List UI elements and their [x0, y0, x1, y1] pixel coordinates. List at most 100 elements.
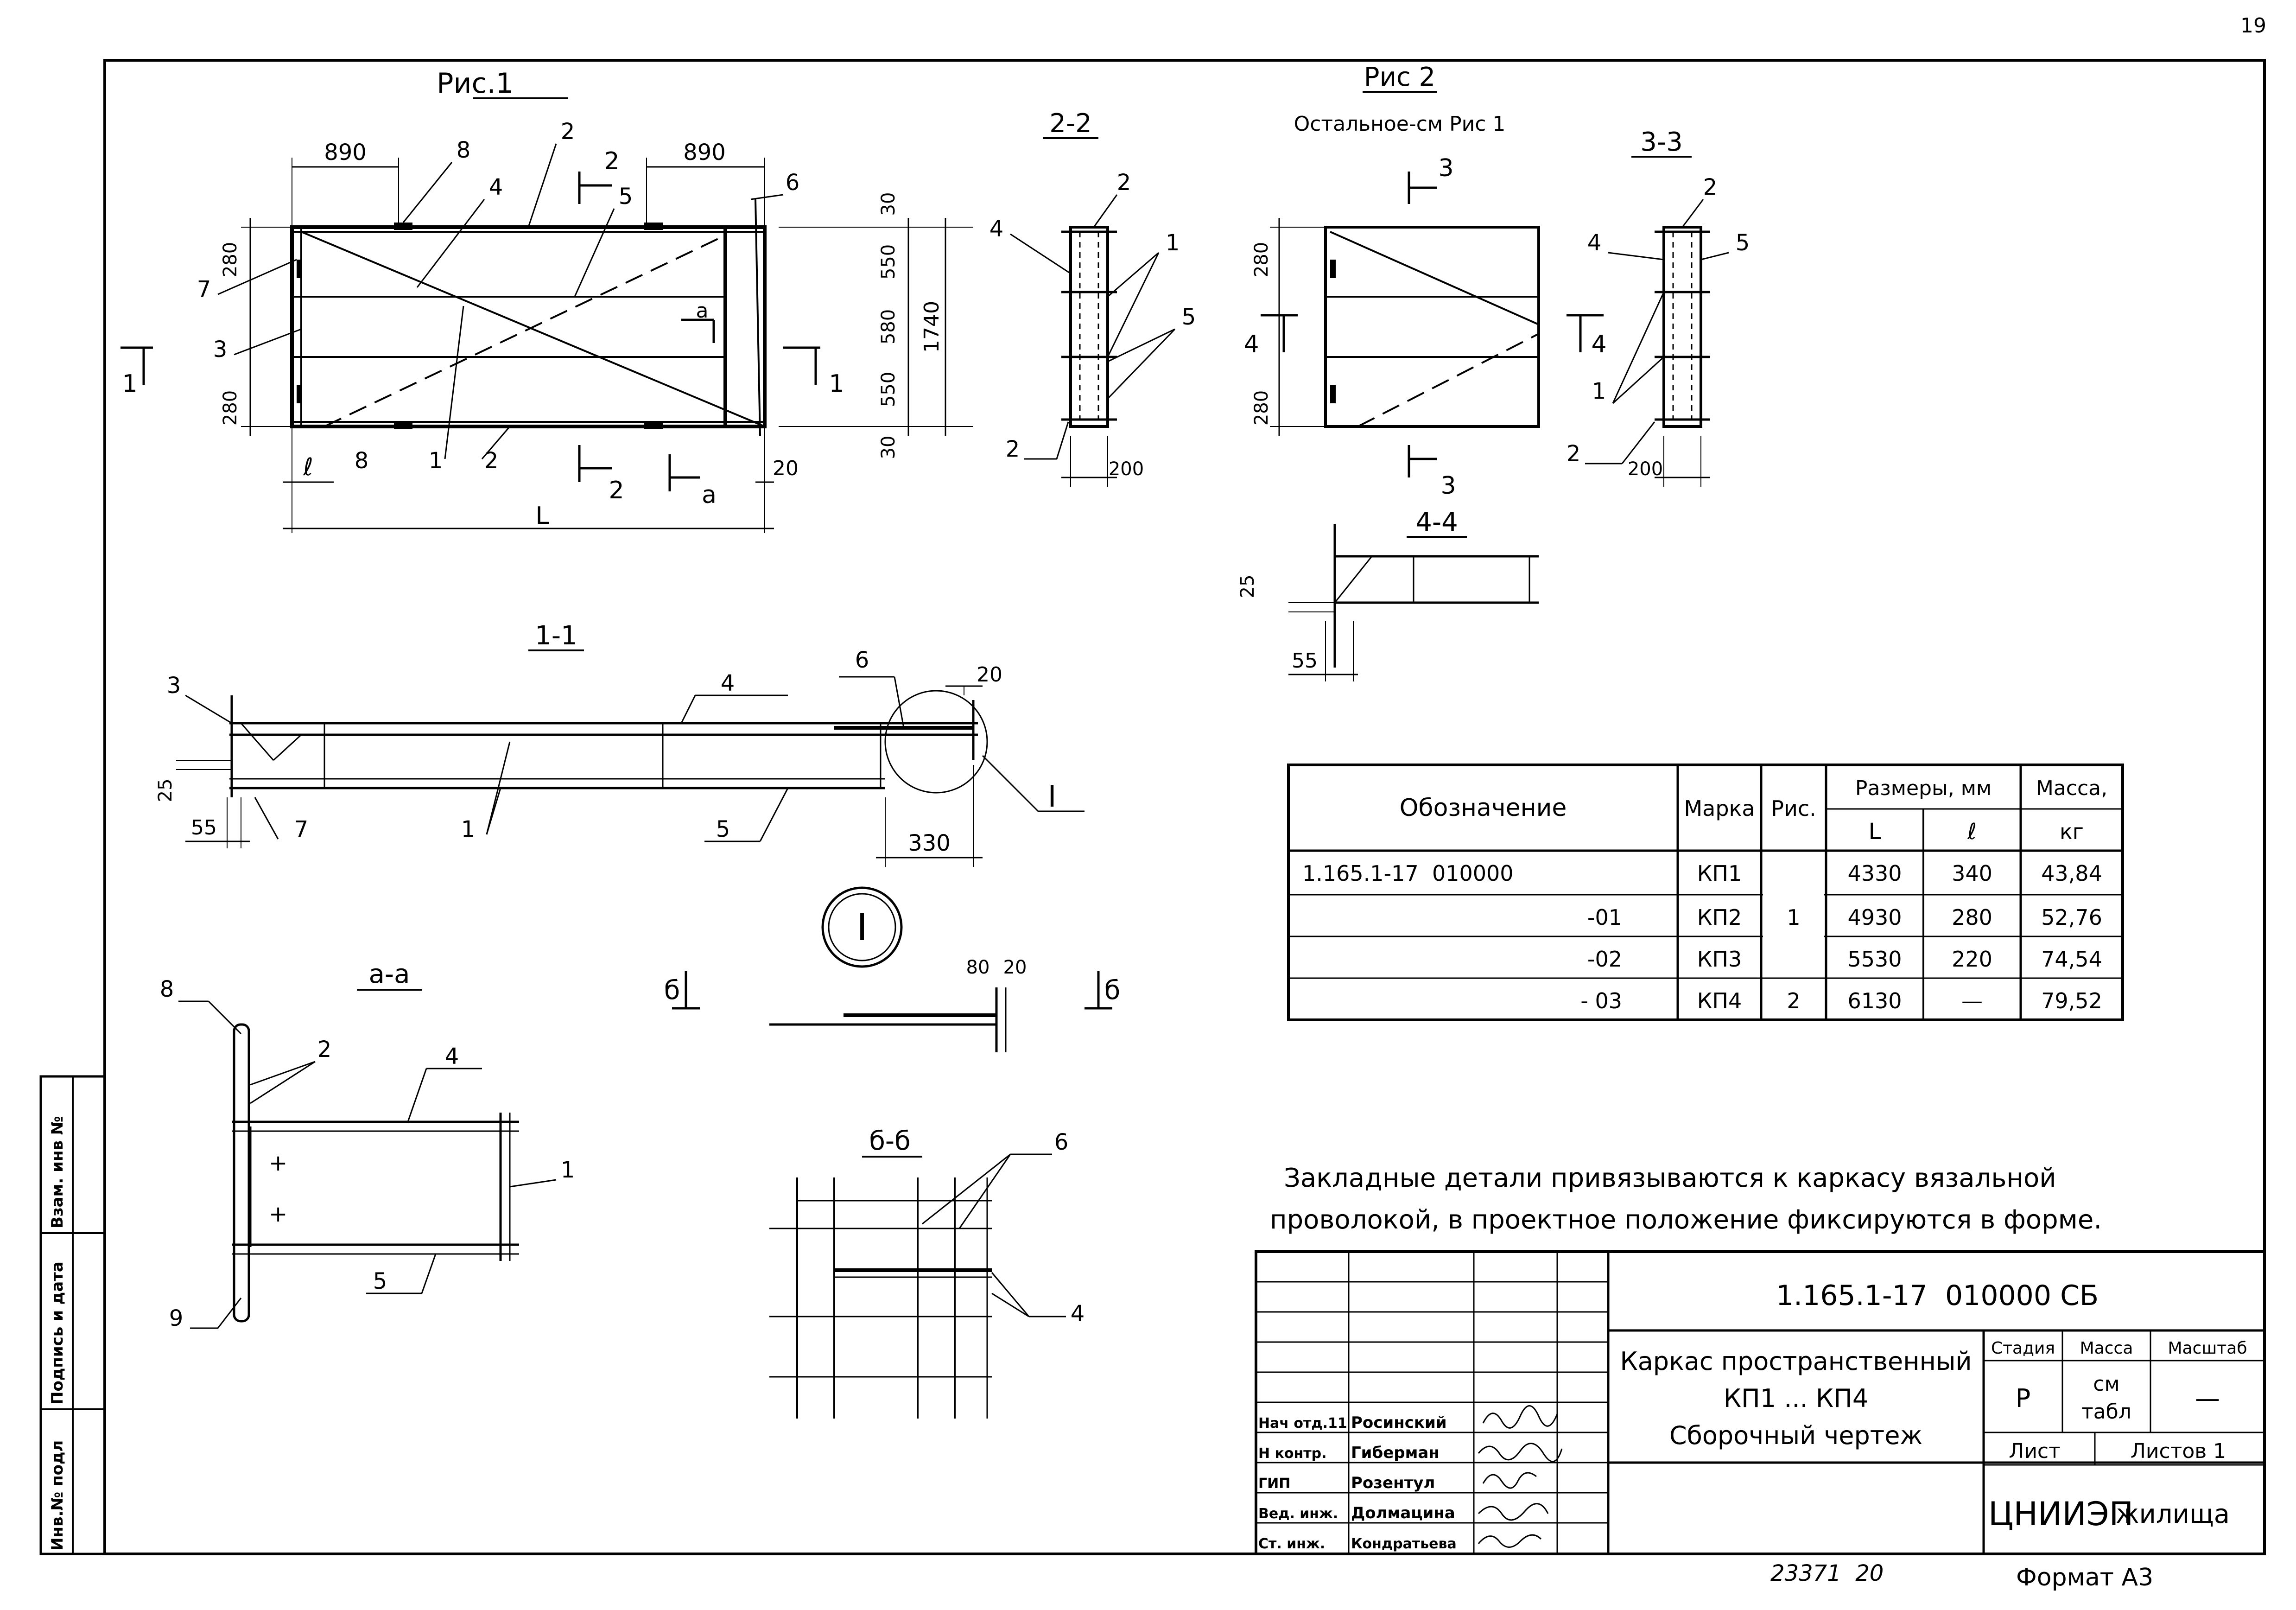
fig1-callout-8-bottom: 8 — [355, 448, 369, 474]
fig2-cut-4-right: 4 — [1591, 331, 1606, 358]
section-a-a-callout-2: 2 — [317, 1037, 332, 1063]
section-1-1-callout-6: 6 — [855, 647, 869, 673]
fig2-title: Рис 2 — [1364, 62, 1435, 92]
table-header-l: ℓ — [1967, 819, 1977, 845]
fig1-callout-7: 7 — [197, 276, 211, 302]
section-a-a: а-а + + 8 2 4 1 5 9 — [160, 959, 575, 1331]
section-a-a-title: а-а — [369, 959, 410, 989]
fig1-dim-280-top: 280 — [220, 242, 241, 277]
title-block-name-3: Сборочный чертеж — [1669, 1421, 1922, 1450]
fig2-cut-3-top: 3 — [1438, 154, 1453, 182]
fig2-cut-4-left: 4 — [1243, 331, 1259, 358]
section-4-4-dim-25: 25 — [1237, 575, 1258, 598]
table-row-3-mass: 74,54 — [2041, 947, 2102, 972]
section-1-1-callout-1: 1 — [461, 816, 476, 842]
fig1-dim-890-right: 890 — [683, 140, 726, 165]
fig1-callout-2-top: 2 — [561, 119, 575, 145]
section-1-1-dim-55: 55 — [191, 816, 217, 840]
title-block-name-role-5: Кондратьева — [1351, 1536, 1457, 1552]
section-a-a-plus-bottom: + — [269, 1201, 287, 1227]
table-row-2-L: 4930 — [1847, 905, 1902, 930]
section-2-2-callout-5: 5 — [1182, 304, 1196, 330]
title-block-mass-1: см — [2093, 1372, 2119, 1396]
title-block-role-4: Вед. инж. — [1258, 1506, 1338, 1522]
section-2-2: 2-2 200 2 4 1 5 2 — [989, 108, 1196, 487]
note-line-2: проволокой, в проектное положение фиксир… — [1270, 1205, 2102, 1235]
node-I-cut-b-right: б — [1104, 975, 1121, 1005]
table-header-sizes: Размеры, мм — [1855, 776, 1992, 800]
section-1-1-dim-330: 330 — [908, 830, 951, 856]
title-block-role-3: ГИП — [1258, 1476, 1290, 1492]
table-row-1-mass: 43,84 — [2041, 861, 2102, 886]
section-1-1-node-I-label: I — [1048, 780, 1057, 814]
title-block-name-role-2: Гиберман — [1351, 1444, 1440, 1462]
section-2-2-dim-200: 200 — [1109, 458, 1144, 480]
title-block-code: 1.165.1-17 010000 СБ — [1776, 1279, 2099, 1312]
section-1-1-callout-5: 5 — [716, 816, 730, 842]
table-row-3-l: 220 — [1952, 947, 1992, 972]
fig1-cut-a-bottom: а — [702, 481, 717, 509]
title-block-stage: Р — [2016, 1384, 2031, 1413]
section-2-2-callout-2-top: 2 — [1117, 170, 1131, 196]
fig1-callout-8-top: 8 — [457, 137, 471, 163]
table-header-fig: Рис. — [1771, 796, 1816, 821]
title-block-scale-header: Масштаб — [2168, 1339, 2247, 1358]
table-row-2-designation: -01 — [1587, 905, 1622, 930]
fig2-note: Остальное-см Рис 1 — [1294, 112, 1506, 136]
section-3-3-callout-4: 4 — [1587, 230, 1602, 256]
fig1-callout-4: 4 — [489, 174, 503, 200]
section-1-1-callout-3: 3 — [167, 673, 181, 699]
note-line-1: Закладные детали привязываются к каркасу… — [1284, 1163, 2056, 1193]
table-row-1-L: 4330 — [1847, 861, 1902, 886]
fig1-dim-550-bottom: 550 — [878, 372, 899, 407]
fig1-dim-30-bottom: 30 — [878, 436, 899, 459]
title-block-name-1: Каркас пространственный — [1620, 1347, 1972, 1376]
node-I-title: I — [856, 906, 868, 949]
section-2-2-title: 2-2 — [1049, 108, 1091, 139]
page-number: 19 — [2240, 14, 2266, 38]
section-2-2-callout-1: 1 — [1166, 230, 1180, 256]
title-block-name-role-4: Долмацина — [1351, 1504, 1455, 1522]
fig1-dim-30-top: 30 — [878, 192, 899, 216]
fig1-dim-550-top: 550 — [878, 244, 899, 280]
fig1-cut-2-bottom: 2 — [609, 477, 624, 504]
spec-table: Обозначение Марка Рис. Размеры, мм L ℓ М… — [1287, 764, 2124, 1021]
signature-1 — [1482, 1405, 1558, 1429]
table-header-mass-unit: кг — [2060, 819, 2084, 844]
fig2-cut-3-bottom: 3 — [1440, 472, 1456, 500]
table-header-mass: Масса, — [2036, 776, 2107, 800]
table-header-designation: Обозначение — [1400, 794, 1567, 822]
table-row-1-mark: КП1 — [1697, 861, 1742, 886]
table-row-4-mark: КП4 — [1697, 988, 1742, 1013]
sign-date-label: Подпись и дата — [48, 1261, 67, 1405]
section-2-2-callout-4: 4 — [989, 216, 1004, 242]
table-row-4-L: 6130 — [1847, 988, 1902, 1013]
section-3-3-callout-1: 1 — [1592, 378, 1606, 404]
side-stamp: Инв.№ подл Подпись и дата Взам. инв № — [39, 1075, 106, 1555]
fig1-callout-5: 5 — [619, 184, 633, 210]
table-row-2-mark: КП2 — [1697, 905, 1742, 930]
fig1-cut-a-mid: а — [696, 299, 709, 323]
title-block-scale: — — [2195, 1384, 2220, 1413]
node-I-cut-b-left: б — [664, 975, 680, 1005]
section-a-a-plus-top: + — [269, 1150, 287, 1176]
fig1-cut-1-left: 1 — [122, 370, 137, 398]
title-block-mass-header: Масса — [2080, 1339, 2133, 1358]
table-row-1-designation: 1.165.1-17 010000 — [1302, 861, 1514, 886]
section-3-3-callout-5: 5 — [1736, 230, 1750, 256]
table-fig-group: 1 — [1787, 905, 1800, 930]
footer-format: Формат А3 — [2016, 1564, 2153, 1591]
title-block-sheets-header: Листов 1 — [2131, 1439, 2226, 1463]
table-row-2-l: 280 — [1952, 905, 1992, 930]
node-I-dim-20: 20 — [1003, 957, 1027, 978]
signature-5 — [1478, 1534, 1542, 1548]
fig1-dim-l: ℓ — [303, 453, 313, 481]
table-row-4-designation: - 03 — [1580, 988, 1622, 1013]
fig1-dim-280-bottom: 280 — [220, 390, 241, 426]
title-block-org-2: жилища — [2116, 1499, 2230, 1529]
fig2-plan: Рис 2 Остальное-см Рис 1 280 280 3 3 4 4 — [1243, 62, 1606, 500]
signature-2 — [1478, 1443, 1563, 1463]
vzam-label: Взам. инв № — [48, 1116, 67, 1228]
title-block-name-2: КП1 ... КП4 — [1724, 1384, 1868, 1413]
